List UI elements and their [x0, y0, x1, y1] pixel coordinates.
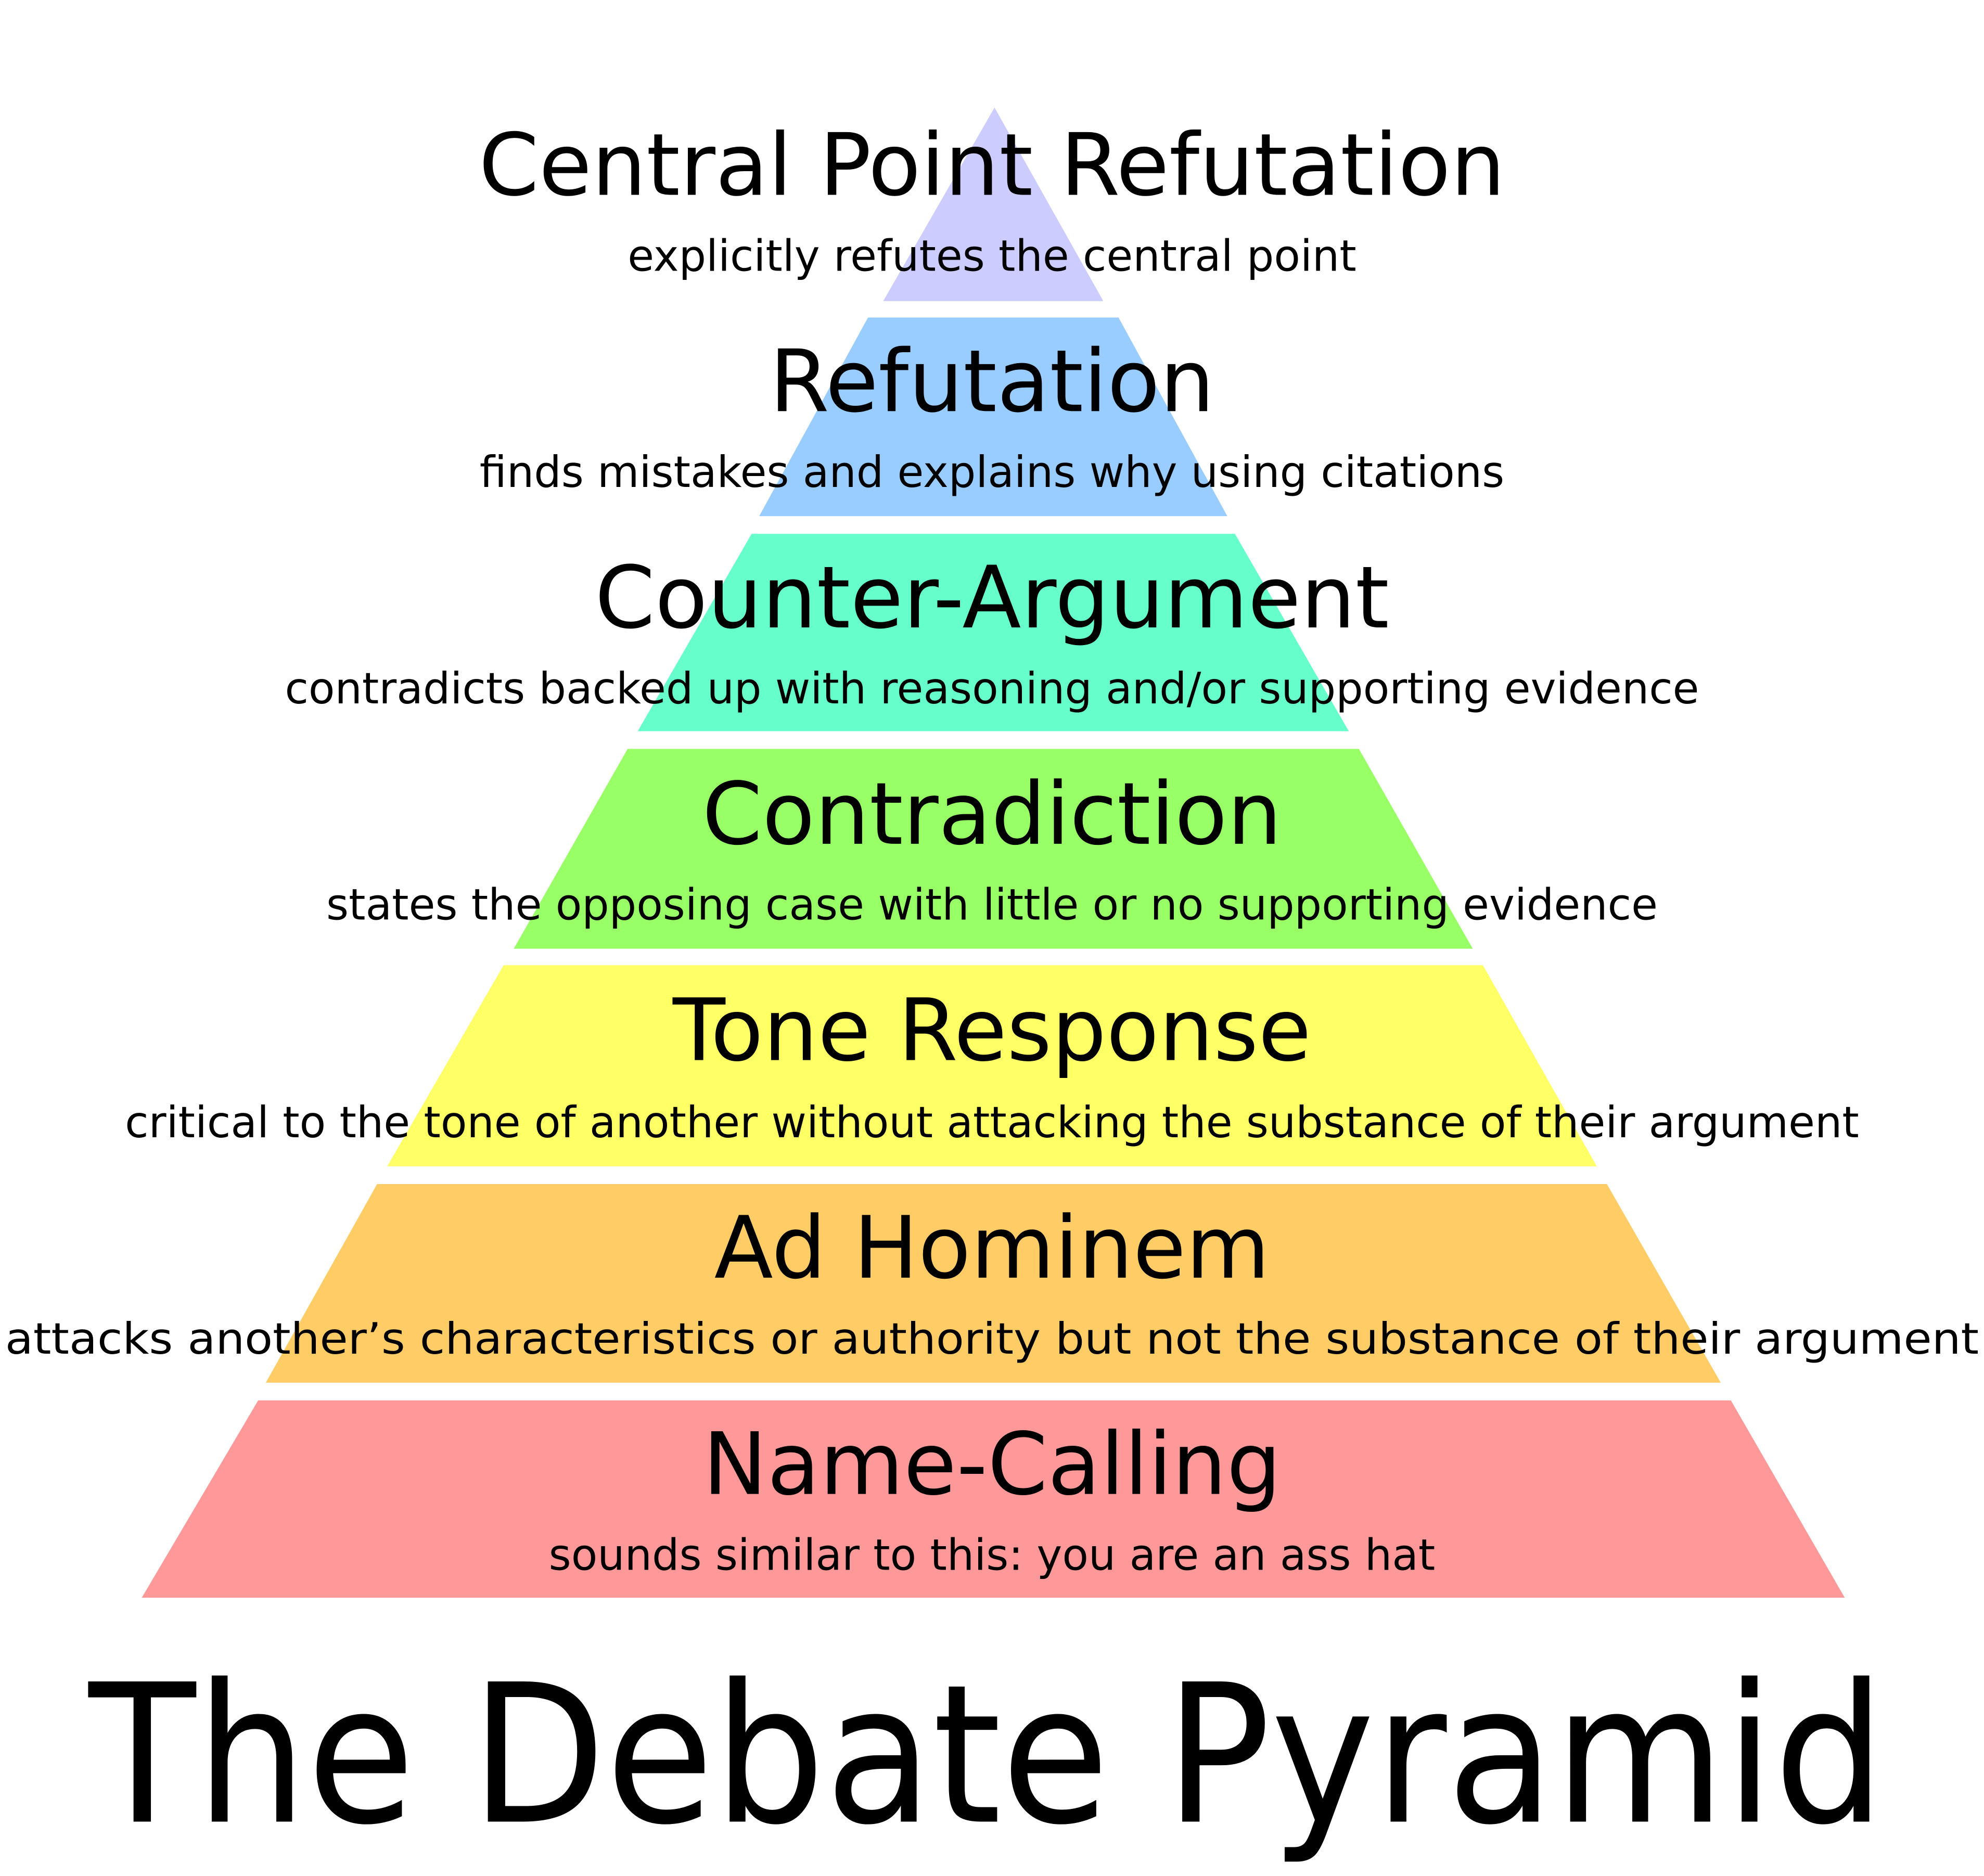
level-title: Ad Hominem: [714, 1198, 1270, 1298]
level-title: Name-Calling: [703, 1415, 1282, 1514]
level-title: Contradiction: [702, 764, 1282, 864]
level-title: Tone Response: [672, 981, 1311, 1081]
level-description: contradicts backed up with reasoning and…: [285, 664, 1699, 714]
pyramid-level-central-point-refutation: [883, 107, 1104, 301]
pyramid-level-refutation: [759, 317, 1227, 517]
level-description: states the opposing case with little or …: [326, 880, 1658, 930]
level-description: attacks another’s characteristics or aut…: [5, 1314, 1979, 1364]
level-description: finds mistakes and explains why using ci…: [480, 447, 1504, 497]
level-title: Central Point Refutation: [479, 115, 1505, 215]
level-title: Refutation: [770, 331, 1214, 431]
pyramid-level-ad-hominem: [265, 1184, 1721, 1383]
diagram-title: The Debate Pyramid: [86, 1643, 1885, 1867]
pyramid-level-counter-argument: [637, 534, 1349, 731]
pyramid-level-name-calling: [142, 1400, 1845, 1598]
pyramid-level-contradiction: [514, 749, 1473, 949]
pyramid-level-tone-response: [387, 965, 1597, 1166]
level-description: critical to the tone of another without …: [125, 1098, 1859, 1148]
level-description: sounds similar to this: you are an ass h…: [549, 1531, 1436, 1581]
level-description: explicitly refutes the central point: [628, 231, 1356, 281]
level-title: Counter-Argument: [595, 548, 1389, 648]
